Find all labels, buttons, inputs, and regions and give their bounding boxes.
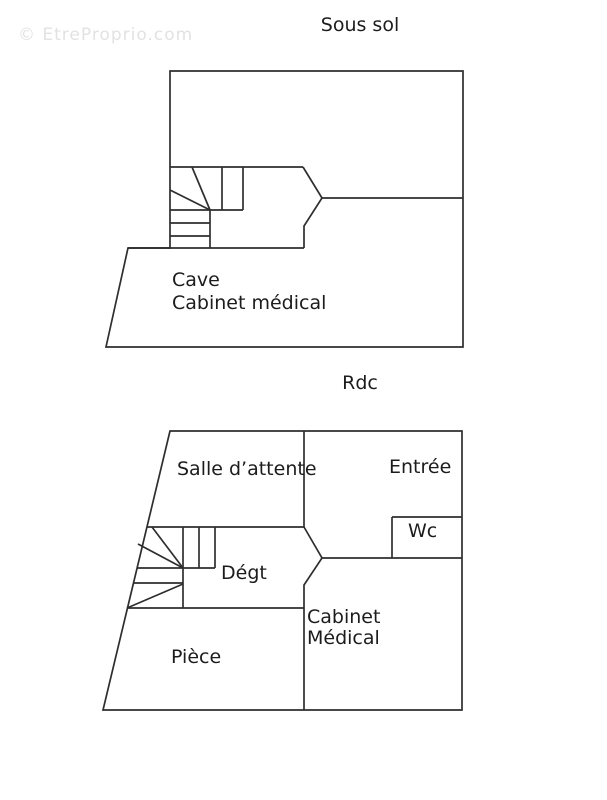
room-label-degt: Dégt <box>221 562 267 584</box>
room-label-cabinet-medical-rdc: Cabinet Médical <box>307 606 381 649</box>
floor-title-sous-sol: Sous sol <box>320 14 400 36</box>
room-label-piece: Pièce <box>171 646 222 668</box>
room-label-salle-dattente: Salle d’attente <box>177 458 317 480</box>
room-label-cave: Cave <box>172 269 220 291</box>
watermark: © EtreProprio.com <box>18 25 194 45</box>
rdc-outline <box>101 430 463 711</box>
sous-sol-plan <box>104 70 464 348</box>
floor-title-rdc: Rdc <box>342 372 378 394</box>
rdc-plan <box>101 430 463 711</box>
room-label-entree: Entrée <box>389 456 452 478</box>
room-label-cabinet-medical-sous-sol: Cabinet médical <box>172 292 327 314</box>
room-label-wc: Wc <box>408 520 438 542</box>
